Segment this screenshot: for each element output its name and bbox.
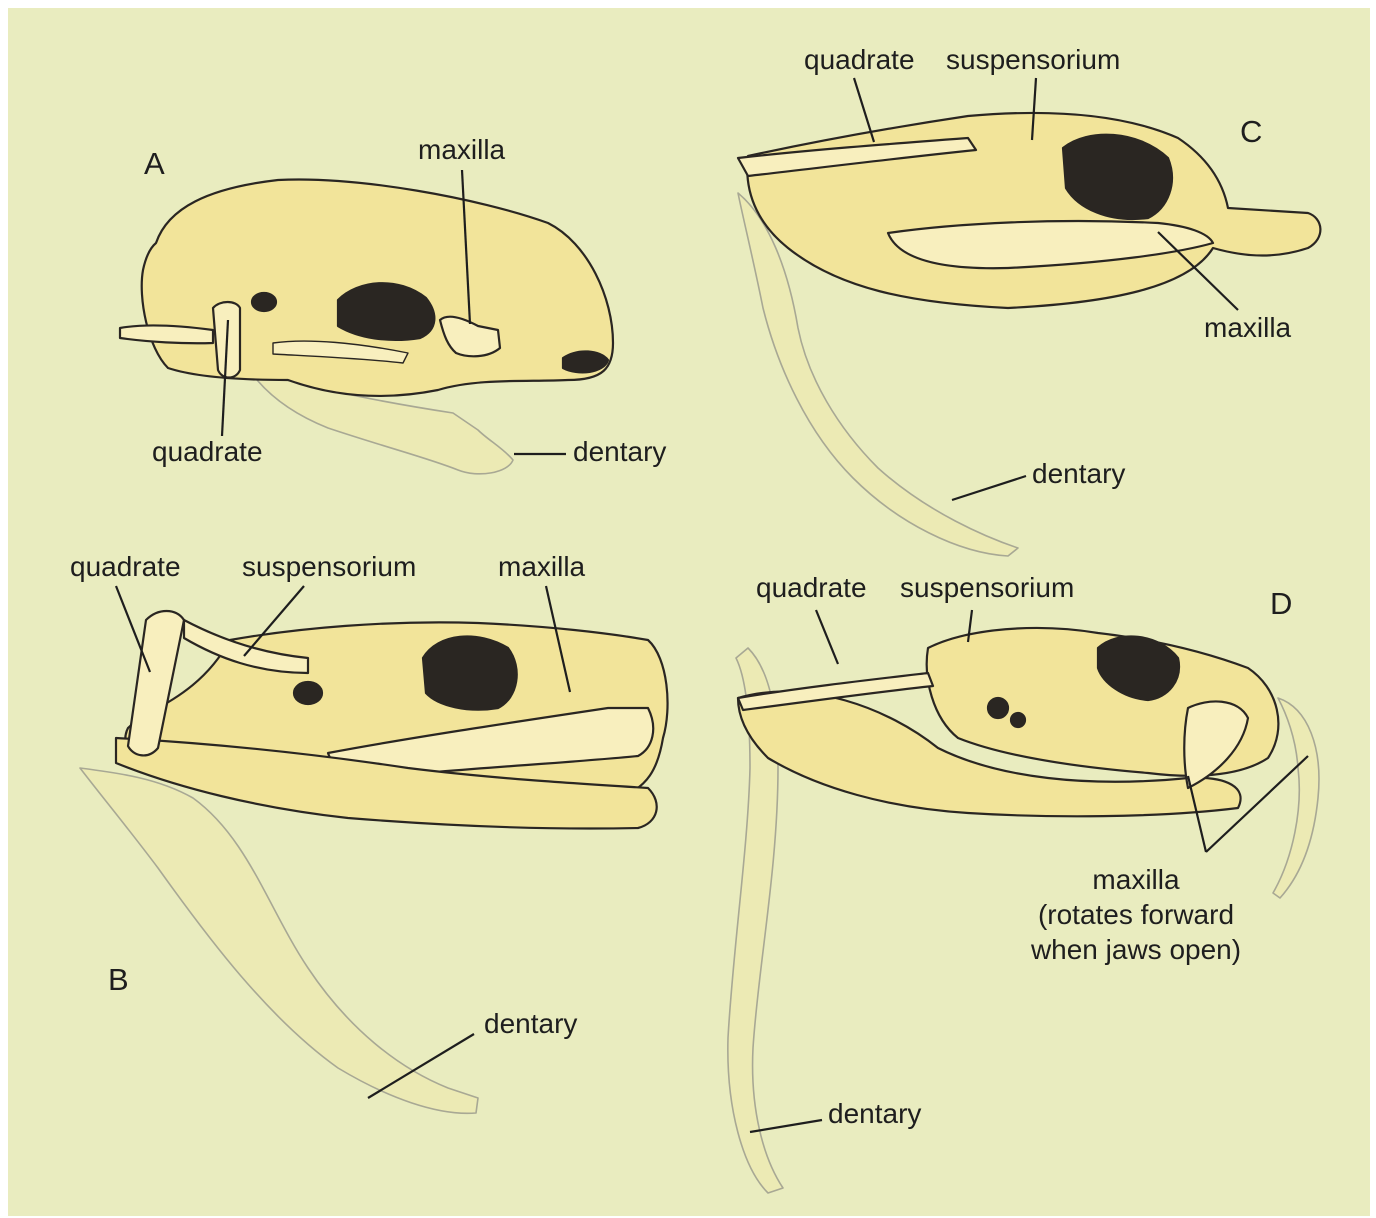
panel-letter-a: A: [144, 148, 165, 179]
a-dentary-label: dentary: [573, 438, 666, 466]
d-maxilla-line-1: maxilla: [1014, 862, 1258, 897]
b-quadrate-label: quadrate: [70, 553, 181, 581]
c-maxilla-label: maxilla: [1204, 314, 1291, 342]
skull-b-orbit: [423, 637, 517, 710]
d-dentary-label: dentary: [828, 1100, 921, 1128]
c-dentary-label: dentary: [1032, 460, 1125, 488]
d-maxilla-label: maxilla (rotates forward when jaws open): [1014, 862, 1258, 967]
panel-letter-d: D: [1270, 588, 1292, 619]
panel-letter-c: C: [1240, 116, 1262, 147]
skull-d-foramen-1: [988, 698, 1008, 718]
d-maxilla-line-2: (rotates forward: [1014, 897, 1258, 932]
d-quadrate-label: quadrate: [756, 574, 867, 602]
skull-a-nostril: [563, 351, 608, 372]
skull-a-foramen: [252, 293, 276, 311]
b-dentary-label: dentary: [484, 1010, 577, 1038]
skull-a-pterygoid: [120, 325, 213, 343]
d-suspensorium-label: suspensorium: [900, 574, 1074, 602]
c-suspensorium-label: suspensorium: [946, 46, 1120, 74]
a-maxilla-label: maxilla: [418, 136, 505, 164]
b-maxilla-label: maxilla: [498, 553, 585, 581]
skull-d-foramen-2: [1011, 713, 1025, 727]
skull-b-foramen: [294, 682, 322, 704]
panel-letter-b: B: [108, 964, 129, 995]
skull-illustrations: [8, 8, 1370, 1216]
d-maxilla-line-3: when jaws open): [1014, 932, 1258, 967]
b-suspensorium-label: suspensorium: [242, 553, 416, 581]
figure-background: A B C D maxilla quadrate dentary quadrat…: [8, 8, 1370, 1216]
a-quadrate-label: quadrate: [152, 438, 263, 466]
c-quadrate-label: quadrate: [804, 46, 915, 74]
